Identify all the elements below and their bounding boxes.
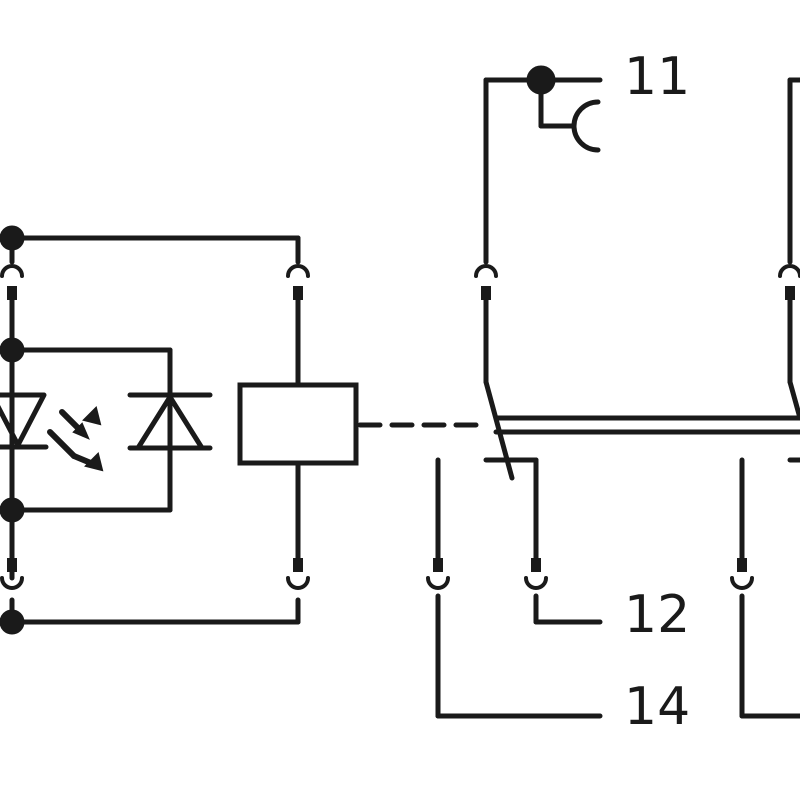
led-diode-block xyxy=(9,347,173,513)
test-socket-icon xyxy=(538,77,601,153)
terminal-label-11: 11 xyxy=(624,47,690,107)
diode-symbol xyxy=(127,392,213,451)
actuator-bar xyxy=(493,415,800,435)
changeover-contact-2 xyxy=(730,77,800,719)
socket-connector-left-top xyxy=(0,264,24,300)
coil-box xyxy=(237,382,359,466)
terminal-label-12: 12 xyxy=(624,585,690,645)
light-emission-arrows-icon xyxy=(47,406,104,472)
junction-dot xyxy=(0,225,25,251)
relay-coil xyxy=(237,235,359,625)
led-symbol xyxy=(0,392,49,450)
changeover-contact-1 xyxy=(426,65,603,719)
terminal-label-14: 14 xyxy=(624,677,690,737)
socket-connector-left-bottom xyxy=(0,558,24,590)
junction-dot xyxy=(0,609,25,635)
